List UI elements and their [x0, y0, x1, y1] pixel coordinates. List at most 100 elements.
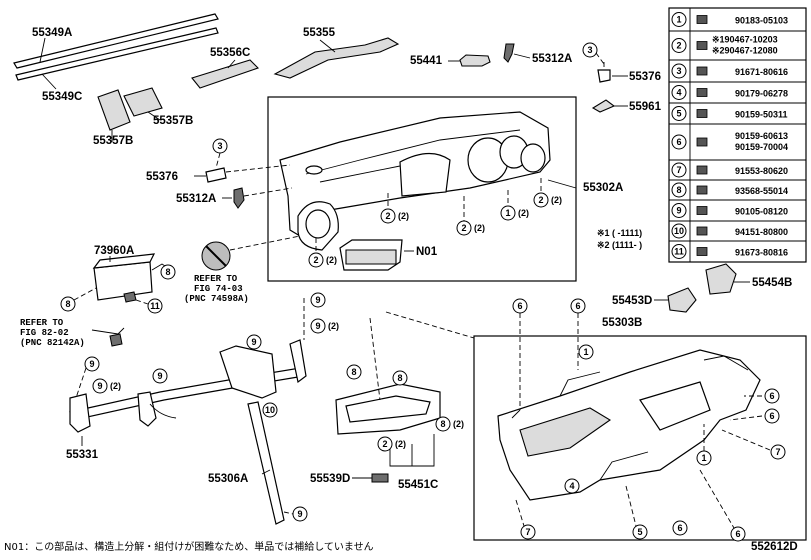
- ref-text-1-line3: (PNC 74598A): [184, 294, 249, 304]
- fastener-icon: [696, 185, 708, 195]
- svg-text:1: 1: [583, 347, 588, 357]
- table-row-number: 2: [676, 41, 681, 51]
- table-row-number: 4: [676, 88, 681, 98]
- svg-text:10: 10: [265, 405, 275, 415]
- label-55453D: 55453D: [612, 295, 652, 307]
- fastener-icon: [696, 137, 708, 147]
- table-part-code: 90105-08120: [735, 207, 788, 217]
- label-55441: 55441: [410, 55, 443, 67]
- table-row-number-circle: [671, 106, 687, 121]
- table-part-code: 94151-80800: [735, 227, 788, 237]
- label-55376-left: 55376: [146, 171, 178, 183]
- label-55376-right: 55376: [629, 71, 661, 83]
- table-row-number-circle: [671, 162, 687, 178]
- fastener-icon: [696, 226, 708, 236]
- svg-text:7: 7: [775, 447, 780, 457]
- cable-82142A: [91, 327, 125, 347]
- note-1: ※1 ( -1111): [597, 228, 642, 238]
- part-55441: [448, 54, 491, 67]
- table-part-code: 90159-70004: [735, 142, 788, 152]
- svg-text:(2): (2): [326, 255, 337, 265]
- svg-text:(2): (2): [398, 211, 409, 221]
- pad-55355: [273, 37, 400, 79]
- instrument-panel-55302A: [279, 111, 577, 251]
- svg-text:6: 6: [735, 529, 740, 539]
- svg-text:9: 9: [157, 371, 162, 381]
- svg-text:6: 6: [769, 391, 774, 401]
- label-55539D: 55539D: [310, 473, 350, 485]
- airbag-module-73960A: [92, 253, 169, 303]
- label-55302A: 55302A: [583, 182, 623, 194]
- svg-text:8: 8: [397, 373, 402, 383]
- table-row-number: 1: [676, 15, 681, 25]
- table-row-number-circle: [671, 12, 687, 27]
- svg-text:8: 8: [65, 299, 70, 309]
- bracket-55376-right: [597, 62, 628, 83]
- callout-8-c: [435, 416, 451, 432]
- table-row-number: 8: [676, 185, 681, 195]
- svg-text:8: 8: [165, 267, 170, 277]
- ref-text-2-line3: (PNC 82142A): [20, 338, 85, 348]
- clip-55312A-left: [222, 187, 293, 209]
- table-row-number: 5: [676, 109, 681, 119]
- svg-text:8: 8: [440, 419, 445, 429]
- note-2: ※2 (1111- ): [597, 240, 642, 250]
- table-part-code: 90179-06278: [735, 89, 788, 99]
- table-row-number: 6: [676, 137, 681, 147]
- svg-text:9: 9: [297, 509, 302, 519]
- svg-text:(2): (2): [453, 419, 464, 429]
- airbag-warning-icon: [201, 235, 301, 271]
- svg-text:(2): (2): [395, 439, 406, 449]
- svg-text:4: 4: [569, 481, 574, 491]
- table-row-number: 3: [676, 66, 681, 76]
- glove-box-55451C: [335, 383, 441, 483]
- table-row-number-circle: [671, 203, 687, 218]
- parts-code-table: [668, 7, 807, 263]
- table-part-code: 91673-80816: [735, 248, 788, 258]
- svg-text:(2): (2): [518, 208, 529, 218]
- label-55355: 55355: [303, 27, 336, 39]
- table-row-number: 11: [674, 247, 684, 257]
- footnote: N01：この部品は、構造上分解・組付けが困難なため、単品では補給していません: [4, 540, 374, 553]
- table-row-number-circle: [671, 38, 687, 53]
- label-55357B-b: 55357B: [153, 115, 193, 127]
- svg-text:9: 9: [97, 381, 102, 391]
- fastener-icon: [696, 247, 708, 256]
- callout-8-airbag: [160, 264, 176, 280]
- table-row-number-circle: [671, 244, 687, 259]
- weatherstrip-55349: [13, 13, 219, 90]
- svg-text:3: 3: [217, 141, 222, 151]
- svg-text:7: 7: [525, 527, 530, 537]
- label-55454B: 55454B: [752, 277, 792, 289]
- table-row-number-circle: [671, 63, 687, 79]
- svg-text:9: 9: [315, 295, 320, 305]
- ref-text-2-line1: REFER TO: [20, 318, 64, 328]
- instrument-panel-group-box: [267, 96, 577, 282]
- ref-text-1-line2: FIG 74-03: [194, 284, 243, 294]
- fastener-icon: [696, 165, 708, 175]
- svg-text:2: 2: [313, 255, 318, 265]
- svg-text:2: 2: [538, 195, 543, 205]
- table-part-code: 90159-50311: [735, 110, 788, 120]
- callout-8-left: [60, 296, 76, 312]
- svg-text:5: 5: [637, 527, 642, 537]
- table-part-code: ※190467-10203: [712, 35, 778, 45]
- panel-callouts: 2 (2) 2 (2) 1 (2) 2 (2) 2 (2): [308, 178, 562, 268]
- fastener-icon: [696, 41, 708, 50]
- lower-panel-55303B: [497, 349, 761, 501]
- svg-text:(2): (2): [551, 195, 562, 205]
- label-55349A: 55349A: [32, 27, 72, 39]
- pad-55357B-right: [123, 87, 163, 121]
- svg-text:11: 11: [150, 301, 160, 311]
- table-row-number-circle: [671, 134, 687, 150]
- table-part-code: 91671-80616: [735, 67, 788, 77]
- svg-text:(2): (2): [110, 381, 121, 391]
- svg-text:1: 1: [701, 453, 706, 463]
- table-row-number: 9: [676, 206, 681, 216]
- svg-text:3: 3: [587, 45, 592, 55]
- callout-11: [147, 298, 163, 314]
- reinforcement-callouts: 9 9 (2) 9 9 9 9 (2) 10 9: [75, 292, 339, 522]
- svg-text:9: 9: [315, 321, 320, 331]
- callout-8-a: [346, 364, 362, 380]
- label-55357B-a: 55357B: [93, 135, 133, 147]
